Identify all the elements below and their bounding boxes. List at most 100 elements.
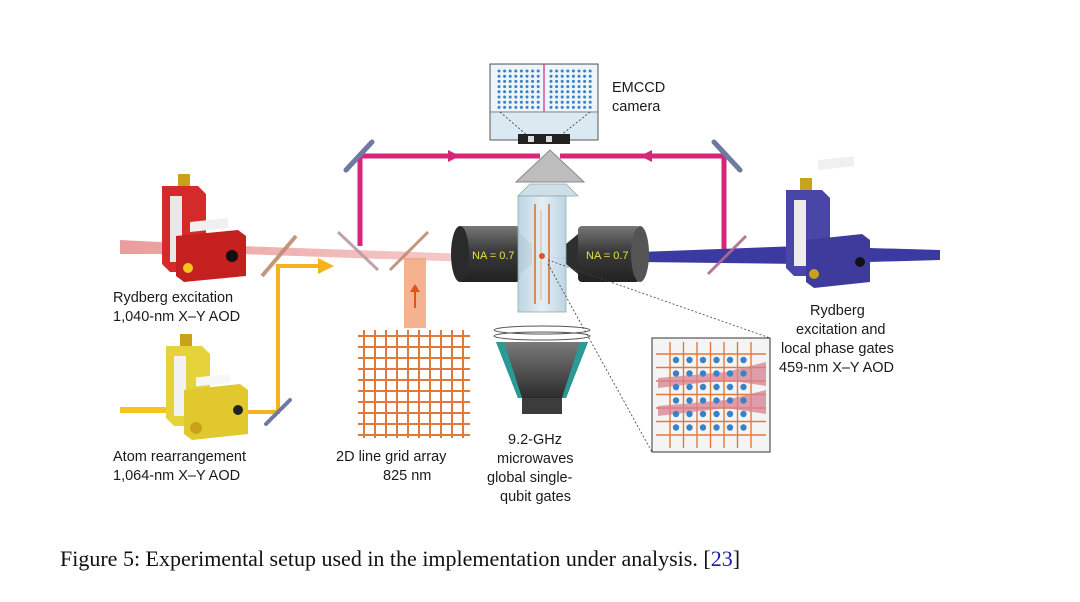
- camera-atom-dot: [588, 100, 592, 104]
- camera-atom-dot: [531, 90, 535, 94]
- camera-atom-dot: [519, 95, 523, 99]
- camera-atom-dot: [560, 100, 564, 104]
- inset-atom: [699, 383, 707, 391]
- camera-atom-dot: [536, 90, 540, 94]
- camera-atom-dot: [583, 90, 587, 94]
- inset-atom: [686, 424, 693, 431]
- camera-atom-dot: [549, 95, 553, 99]
- camera-atom-dot: [514, 95, 518, 99]
- camera-atom-dot: [514, 79, 518, 83]
- rydberg-459-label-line3: local phase gates: [781, 341, 894, 357]
- mirror-icon: [260, 234, 298, 278]
- aod-icon: [166, 334, 248, 440]
- camera-atom-dot: [525, 105, 529, 109]
- inset-atom: [726, 370, 734, 377]
- atom-rearrangement-label-line2: 1,064-nm X–Y AOD: [113, 468, 240, 484]
- camera-atom-dot: [577, 74, 581, 78]
- inset-atom: [713, 397, 720, 404]
- mirror-icon: [336, 230, 380, 272]
- camera-atom-dot: [519, 74, 523, 78]
- inset-atom: [740, 424, 747, 431]
- camera-atom-dot: [497, 95, 501, 99]
- camera-atom-dot: [555, 74, 559, 78]
- camera-atom-dot: [503, 74, 507, 78]
- inset-atom: [713, 383, 720, 391]
- camera-atom-dot: [560, 69, 564, 73]
- prism-icon: [514, 149, 586, 183]
- citation-link[interactable]: 23: [710, 546, 733, 571]
- inset-atom: [699, 370, 707, 377]
- camera-atom-dot: [525, 90, 529, 94]
- camera-atom-dot: [531, 74, 535, 78]
- camera-atom-dot: [555, 95, 559, 99]
- camera-atom-dot: [560, 79, 564, 83]
- mirror-icon: [264, 398, 292, 426]
- camera-atom-dot: [588, 69, 592, 73]
- line-grid-label-line2: 825 nm: [383, 468, 431, 484]
- caption-text: Figure 5: Experimental setup used in the…: [60, 546, 698, 571]
- experimental-setup-diagram: EMCCD camera NA = 0.7: [113, 63, 940, 505]
- camera-atom-dot: [571, 105, 575, 109]
- inset-atom: [672, 424, 680, 431]
- inset-atom: [740, 383, 747, 391]
- inset-atom: [713, 370, 720, 377]
- camera-icon: [489, 63, 599, 144]
- camera-atom-dot: [497, 90, 501, 94]
- line-grid-label-line1: 2D line grid array: [336, 449, 447, 465]
- camera-atom-dot: [519, 85, 523, 89]
- camera-atom-dot: [583, 69, 587, 73]
- microwave-horn-icon: [493, 325, 591, 414]
- camera-atom-dot: [583, 79, 587, 83]
- camera-atom-dot: [549, 79, 553, 83]
- camera-atom-dot: [497, 85, 501, 89]
- camera-atom-dot: [577, 100, 581, 104]
- camera-atom-dot: [588, 85, 592, 89]
- inset-atom: [672, 410, 680, 418]
- camera-atom-dot: [588, 95, 592, 99]
- camera-atom-dot: [566, 74, 570, 78]
- figure-caption: Figure 5: Experimental setup used in the…: [60, 546, 741, 571]
- camera-atom-dot: [508, 79, 512, 83]
- inset-atom: [740, 370, 747, 377]
- camera-atom-dot: [566, 79, 570, 83]
- inset-atom: [672, 383, 680, 391]
- camera-atom-dot: [560, 90, 564, 94]
- camera-atom-dot: [536, 79, 540, 83]
- camera-atom-dot: [577, 79, 581, 83]
- inset-atom: [699, 397, 707, 404]
- inset-atom: [699, 410, 707, 418]
- camera-atom-dot: [525, 95, 529, 99]
- inset-atom: [686, 356, 693, 364]
- camera-atom-dot: [577, 90, 581, 94]
- emccd-label-line1: EMCCD: [612, 80, 665, 96]
- camera-atom-dot: [571, 90, 575, 94]
- line-grid-array: [358, 330, 470, 438]
- camera-atom-dot: [508, 100, 512, 104]
- inset-atom: [726, 397, 734, 404]
- camera-atom-dot: [555, 90, 559, 94]
- camera-atom-dot: [536, 100, 540, 104]
- camera-atom-dot: [583, 95, 587, 99]
- aod-icon: [786, 156, 870, 288]
- inset-atom: [740, 397, 747, 404]
- camera-atom-dot: [519, 90, 523, 94]
- camera-atom-dot: [519, 79, 523, 83]
- camera-atom-dot: [503, 69, 507, 73]
- camera-atom-dot: [531, 85, 535, 89]
- inset-atom: [713, 424, 720, 431]
- camera-atom-dot: [549, 105, 553, 109]
- inset-atom: [672, 397, 680, 404]
- camera-atom-dot: [531, 95, 535, 99]
- beam-825nm: [404, 258, 426, 328]
- camera-atom-dot: [549, 100, 553, 104]
- camera-atom-dot: [514, 105, 518, 109]
- camera-atom-dot: [536, 69, 540, 73]
- camera-atom-dot: [583, 85, 587, 89]
- camera-atom-dot: [531, 69, 535, 73]
- zoom-guide-lines: [547, 259, 771, 453]
- camera-atom-dot: [531, 100, 535, 104]
- inset-atom: [686, 397, 693, 404]
- camera-atom-dot: [549, 85, 553, 89]
- camera-atom-dot: [531, 79, 535, 83]
- rydberg-459-label-line2: excitation and: [796, 322, 885, 338]
